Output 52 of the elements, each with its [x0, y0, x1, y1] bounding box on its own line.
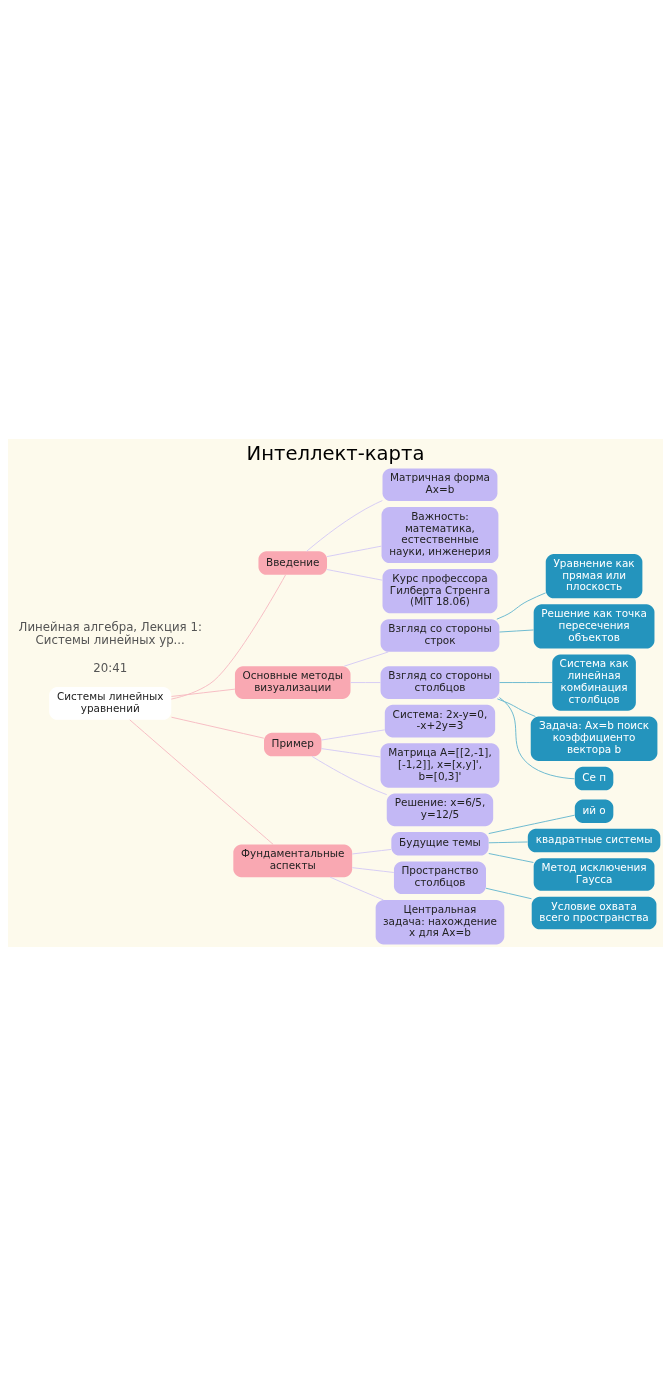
connector — [326, 545, 382, 558]
label: Линейная алгебра, Лекция 1: Системы линейных ур... — [18, 619, 202, 647]
node-box: Системы линейных уравнений — [49, 687, 172, 720]
node-box: ий о — [574, 799, 614, 823]
connector — [171, 716, 265, 739]
node-box: Условие охвата всего пространства — [531, 896, 657, 930]
connector — [485, 887, 532, 900]
connector — [488, 853, 534, 863]
connector — [496, 592, 547, 620]
node-box: квадратные системы — [527, 828, 661, 853]
node-box: Взгляд со стороны строк — [380, 619, 500, 652]
node-box: Взгляд со стороны столбцов — [380, 666, 500, 699]
label: 20:41 — [93, 661, 128, 676]
connector — [326, 569, 383, 581]
node-box: Важность: математика, естественные науки, инженерия — [381, 506, 499, 564]
connector — [306, 500, 383, 552]
node-box: Система как линейная комбинация столбцов — [552, 654, 636, 711]
diagram-title: Интеллект-карта — [246, 441, 425, 465]
node-box: Решение как точка пересечения объектов — [533, 604, 655, 649]
node-box: Матрица A=[[2,-1], [-1,2]], x=[x,y]', b=[0,3]' — [380, 743, 500, 788]
node-box: Уравнение как прямая или плоскость — [545, 553, 643, 599]
connector — [351, 848, 392, 855]
connector — [499, 629, 535, 633]
connector — [321, 729, 386, 741]
connector — [499, 682, 553, 684]
node-box: Метод исключения Гаусса — [533, 858, 655, 891]
connector — [329, 876, 384, 901]
node-box: Введение — [258, 551, 327, 575]
node-box: Пространство столбцов — [393, 861, 486, 895]
connector — [311, 755, 388, 796]
node-box: Основные методы визуализации — [234, 666, 351, 699]
node-box: Матричная форма Ax=b — [382, 468, 498, 502]
connector — [351, 867, 395, 873]
connector — [171, 688, 236, 697]
node-box: Пример — [264, 732, 322, 757]
connector — [496, 698, 536, 717]
connector — [350, 682, 382, 684]
node-box: Задача: Ax=b поиск коэффициенто вектора b — [530, 716, 658, 761]
node-box: Курс профессора Гилберта Стренга (MIT 18.06) — [382, 568, 498, 614]
node-box: Фундаментальные аспекты — [233, 844, 353, 878]
connector — [129, 719, 274, 845]
connector — [343, 651, 389, 667]
connector — [170, 574, 287, 700]
node-box: Система: 2x-y=0, -x+2y=3 — [384, 704, 496, 738]
connector — [488, 814, 576, 835]
node-box: Будущие темы — [391, 832, 489, 856]
connector — [488, 841, 529, 844]
node-box: Се п — [574, 766, 614, 791]
connector — [498, 697, 576, 780]
node-box: Решение: x=6/5, y=12/5 — [386, 793, 494, 827]
node-box: Центральная задача: нахождение x для Ax=b — [375, 900, 505, 945]
connector — [321, 748, 381, 758]
